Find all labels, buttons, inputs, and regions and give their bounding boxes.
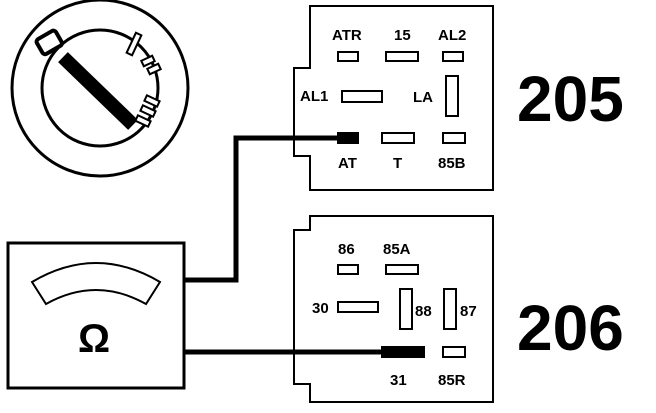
pin-85b bbox=[442, 132, 466, 144]
pin-al1 bbox=[341, 90, 383, 103]
label-88: 88 bbox=[415, 303, 432, 320]
ohmmeter: Ω bbox=[6, 241, 186, 390]
pin-15 bbox=[385, 51, 419, 62]
label-atr: ATR bbox=[332, 27, 362, 44]
ohm-symbol: Ω bbox=[78, 317, 110, 361]
pin-85r bbox=[442, 346, 466, 358]
switch-position-marks bbox=[34, 28, 163, 129]
relay-206-number: 206 bbox=[517, 292, 624, 364]
label-t: T bbox=[393, 155, 402, 172]
relay-206: 86 85A 30 88 87 31 85R bbox=[293, 215, 494, 403]
relay-205: ATR 15 AL2 AL1 LA AT T 85B bbox=[293, 5, 494, 191]
label-85r: 85R bbox=[438, 372, 466, 389]
ohmmeter-scale-arc bbox=[30, 262, 162, 306]
pin-t bbox=[381, 132, 415, 144]
label-30: 30 bbox=[312, 300, 329, 317]
position-mark-3b bbox=[139, 103, 157, 119]
position-mark-1 bbox=[125, 31, 143, 57]
position-mark-3c bbox=[134, 113, 152, 129]
ignition-switch bbox=[10, 0, 190, 178]
pin-87 bbox=[443, 288, 457, 330]
label-87: 87 bbox=[460, 303, 477, 320]
label-al1: AL1 bbox=[300, 88, 328, 105]
pin-31 bbox=[381, 346, 425, 358]
lead-to-pin-at bbox=[184, 135, 338, 283]
label-la: LA bbox=[413, 89, 433, 106]
label-86: 86 bbox=[338, 241, 355, 258]
pin-atr bbox=[337, 51, 359, 62]
position-mark-2a bbox=[139, 54, 157, 68]
position-mark-3a bbox=[143, 93, 161, 109]
test-leads bbox=[184, 135, 382, 355]
label-31: 31 bbox=[390, 372, 407, 389]
pin-86 bbox=[337, 264, 359, 275]
label-15: 15 bbox=[394, 27, 411, 44]
pin-85a bbox=[385, 264, 419, 275]
relay-205-number: 205 bbox=[517, 63, 624, 135]
pin-at bbox=[337, 132, 359, 144]
position-mark-0 bbox=[34, 28, 64, 57]
label-85b: 85B bbox=[438, 155, 466, 172]
position-mark-2b bbox=[145, 62, 163, 76]
label-at: AT bbox=[338, 155, 357, 172]
pin-la bbox=[445, 75, 459, 117]
label-85a: 85A bbox=[383, 241, 411, 258]
pin-88 bbox=[399, 288, 413, 330]
key-slot bbox=[58, 52, 138, 130]
label-al2: AL2 bbox=[438, 27, 466, 44]
pin-al2 bbox=[442, 51, 464, 62]
pin-30 bbox=[337, 301, 379, 313]
